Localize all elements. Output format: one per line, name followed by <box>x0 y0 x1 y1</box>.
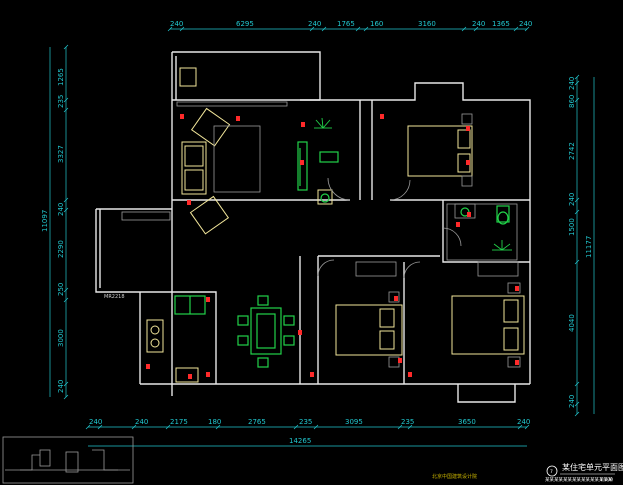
dim-top-1: 240 <box>170 20 183 28</box>
dim-right-5: 1500 <box>568 218 576 236</box>
title-subtitle: 某某某某某某某某某某某某某某某 <box>545 477 613 483</box>
tv-cabinet <box>297 141 308 191</box>
right-dimensions: 240 860 2742 240 1500 4040 240 11177 <box>568 77 593 408</box>
title-text: 某住宅单元平面图 <box>562 462 623 472</box>
dim-bottom-9: 3650 <box>458 418 476 426</box>
dim-right-7: 240 <box>568 395 576 408</box>
sofa <box>181 141 207 195</box>
plant-icon <box>314 117 332 129</box>
top-dimensions: 240 6295 240 1765 160 3160 240 1365 240 <box>170 20 532 28</box>
dim-right-4: 240 <box>568 193 576 206</box>
dim-right-1: 240 <box>568 77 576 90</box>
title-scale: 1:100 <box>600 477 613 483</box>
dim-bottom-1: 240 <box>89 418 102 426</box>
plan-caption: 北京中国建筑设计院 <box>432 473 477 480</box>
bathroom-plant-icon <box>492 240 512 251</box>
dim-left-3: 3327 <box>57 145 65 163</box>
dim-left-5: 2290 <box>57 240 65 258</box>
dim-bottom-7: 3095 <box>345 418 363 426</box>
dim-bottom-3: 2175 <box>170 418 188 426</box>
bottom-dimensions: 240 240 2175 180 2765 235 3095 235 3650 … <box>89 418 530 445</box>
dim-bottom-total: 14265 <box>289 437 311 445</box>
dim-bottom-10: 240 <box>517 418 530 426</box>
title-number: 7 <box>550 469 553 475</box>
title-block: 7 某住宅单元平面图 某某某某某某某某某某某某某某某 1:100 <box>545 462 623 483</box>
dim-top-3: 240 <box>308 20 321 28</box>
dim-top-4: 1765 <box>337 20 355 28</box>
dim-left-4: 240 <box>57 203 65 216</box>
legend-box <box>2 436 134 484</box>
dim-top-7: 240 <box>472 20 485 28</box>
dim-left-7: 3000 <box>57 329 65 347</box>
bed-right <box>451 295 525 355</box>
dim-left-6: 250 <box>57 283 65 296</box>
dim-right-total: 11177 <box>585 236 593 258</box>
left-dimensions: 1265 235 3327 240 2290 250 3000 240 1109… <box>41 68 65 393</box>
dining-table <box>250 307 282 355</box>
dim-left-total: 11097 <box>41 210 49 232</box>
dim-top-6: 3160 <box>418 20 436 28</box>
bed-top <box>407 125 473 177</box>
electrical-outlets <box>146 114 519 379</box>
dim-bottom-6: 235 <box>299 418 312 426</box>
washer <box>179 67 197 87</box>
dim-bottom-4: 180 <box>208 418 221 426</box>
dim-right-3: 2742 <box>568 142 576 160</box>
window-tag: MR2218 <box>104 294 125 300</box>
walls <box>95 51 531 403</box>
dim-left-2: 235 <box>57 95 65 108</box>
kitchen-counter <box>146 319 164 353</box>
dim-top-9: 240 <box>519 20 532 28</box>
dim-right-2: 860 <box>568 95 576 108</box>
dim-top-5: 160 <box>370 20 383 28</box>
dimension-lines <box>49 26 595 447</box>
dim-left-8: 240 <box>57 380 65 393</box>
wash-basin <box>317 189 333 205</box>
dim-bottom-8: 235 <box>401 418 414 426</box>
bed-middle <box>335 304 403 356</box>
dim-bottom-5: 2765 <box>248 418 266 426</box>
dim-right-6: 4040 <box>568 314 576 332</box>
furniture <box>146 67 525 383</box>
dim-top-8: 1365 <box>492 20 510 28</box>
dim-top-2: 6295 <box>236 20 254 28</box>
dim-bottom-2: 240 <box>135 418 148 426</box>
toilet <box>496 205 510 223</box>
dim-left-1: 1265 <box>57 68 65 86</box>
